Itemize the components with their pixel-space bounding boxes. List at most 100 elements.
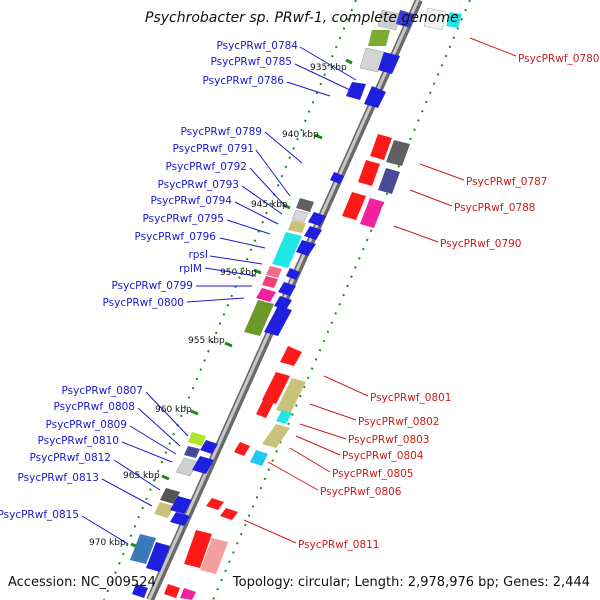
gene-block <box>446 12 462 28</box>
gene-arrow <box>170 496 192 514</box>
gene-label: PsycPRwf_0795 <box>143 213 225 225</box>
leader-line <box>101 478 153 507</box>
gene-block <box>296 198 314 212</box>
leader-line <box>393 225 439 243</box>
gene-label: PsycPRwf_0812 <box>30 452 112 464</box>
gene-arrow <box>132 584 148 598</box>
gene-label: PsycPRwf_0794 <box>151 195 233 207</box>
gene-block <box>396 10 414 28</box>
gene-block <box>276 378 306 414</box>
gene-arrow <box>358 160 380 186</box>
leader-line <box>309 403 357 421</box>
leader-line <box>289 447 331 473</box>
gene-arrow <box>364 86 386 108</box>
gene-arrow <box>346 82 366 100</box>
gene-label: PsycPRwf_0811 <box>298 539 380 551</box>
gene-block <box>386 140 410 166</box>
plus-leader-lines <box>243 37 517 544</box>
leader-line <box>81 515 129 545</box>
gene-arrow <box>370 134 392 160</box>
gene-label: PsycPRwf_0808 <box>54 401 136 413</box>
gene-arrow <box>286 268 300 280</box>
tick-950 <box>253 268 262 275</box>
gene-block <box>160 488 180 504</box>
leader-line <box>121 441 173 463</box>
gene-label: PsycPRwf_0791 <box>173 143 255 155</box>
gene-block <box>423 7 447 31</box>
leader-line <box>323 375 369 397</box>
leader-line <box>419 163 465 181</box>
gene-arrow <box>378 52 400 74</box>
plus-strand-labels: PsycPRwf_0780 PsycPRwf_0787 PsycPRwf_078… <box>298 53 600 551</box>
gene-arrow <box>184 530 212 568</box>
gene-block <box>377 9 401 31</box>
leader-line <box>255 149 291 197</box>
gene-block <box>244 300 274 336</box>
gene-block <box>262 276 278 288</box>
leader-line <box>129 425 177 455</box>
scale-label-935: 935 kbp <box>310 63 347 73</box>
gene-label: PsycPRwf_0788 <box>454 202 536 214</box>
gene-label: PsycPRwf_0800 <box>103 297 185 309</box>
gene-label: PsycPRwf_0805 <box>332 468 414 480</box>
leader-line <box>299 423 347 440</box>
gene-arrow <box>234 442 250 456</box>
gene-block <box>291 209 309 223</box>
scale-label-940: 940 kbp <box>282 130 319 140</box>
gene-label: PsycPRwf_0802 <box>358 416 440 428</box>
topology-label: Topology: circular; Length: 2,978,976 bp… <box>232 575 590 590</box>
gene-arrow <box>262 372 290 404</box>
minus-strand-labels: PsycPRwf_0784 PsycPRwf_0785 PsycPRwf_078… <box>0 40 298 521</box>
minus-strand-features <box>130 9 414 598</box>
gene-label: PsycPRwf_0793 <box>158 179 240 191</box>
leader-line <box>295 435 341 456</box>
gene-arrow <box>342 192 366 220</box>
leader-line <box>186 297 245 303</box>
gene-arrow <box>192 456 214 474</box>
tick-955 <box>224 341 233 348</box>
leader-line <box>137 407 181 447</box>
outer-right-guide <box>212 0 471 600</box>
gene-label: PsycPRwf_0784 <box>217 40 299 52</box>
gene-arrow <box>278 282 296 296</box>
tick-965 <box>161 474 170 481</box>
leader-line <box>113 459 161 491</box>
minus-leader-lines <box>81 46 357 545</box>
gene-arrow <box>256 398 274 418</box>
gene-label: PsycPRwf_0815 <box>0 509 79 521</box>
gene-block <box>175 457 199 477</box>
gene-block <box>200 538 228 574</box>
gene-label: rplM <box>179 263 202 275</box>
gene-label: rpsI <box>188 249 208 261</box>
gene-label: PsycPRwf_0792 <box>166 161 248 173</box>
gene-label: PsycPRwf_0809 <box>46 419 128 431</box>
gene-arrow <box>200 440 218 454</box>
gene-label: PsycPRwf_0780 <box>518 53 600 65</box>
gene-arrow <box>296 240 316 256</box>
scale-label-960: 960 kbp <box>155 405 192 415</box>
gene-block <box>180 588 196 600</box>
gene-arrow <box>264 306 292 336</box>
gene-label: PsycPRwf_0785 <box>211 56 293 68</box>
gene-label: PsycPRwf_0804 <box>342 450 424 462</box>
gene-arrow <box>304 226 322 240</box>
leader-line <box>234 201 279 225</box>
gene-block <box>272 232 302 268</box>
tick-935 <box>345 58 353 65</box>
leader-line <box>294 63 351 91</box>
gene-label: PsycPRwf_0789 <box>181 126 263 138</box>
leader-line <box>226 219 271 235</box>
gene-label: PsycPRwf_0807 <box>62 385 144 397</box>
gene-arrow <box>280 346 302 366</box>
gene-label: PsycPRwf_0799 <box>112 280 194 292</box>
gene-block <box>262 424 290 448</box>
gene-block <box>266 266 282 278</box>
gene-arrow <box>308 212 326 226</box>
scale-label-965: 965 kbp <box>123 471 160 481</box>
gene-block <box>359 47 385 73</box>
leader-line <box>267 461 319 491</box>
gene-arrow <box>146 542 170 572</box>
gene-arrow <box>170 512 190 526</box>
gene-block <box>188 432 206 446</box>
